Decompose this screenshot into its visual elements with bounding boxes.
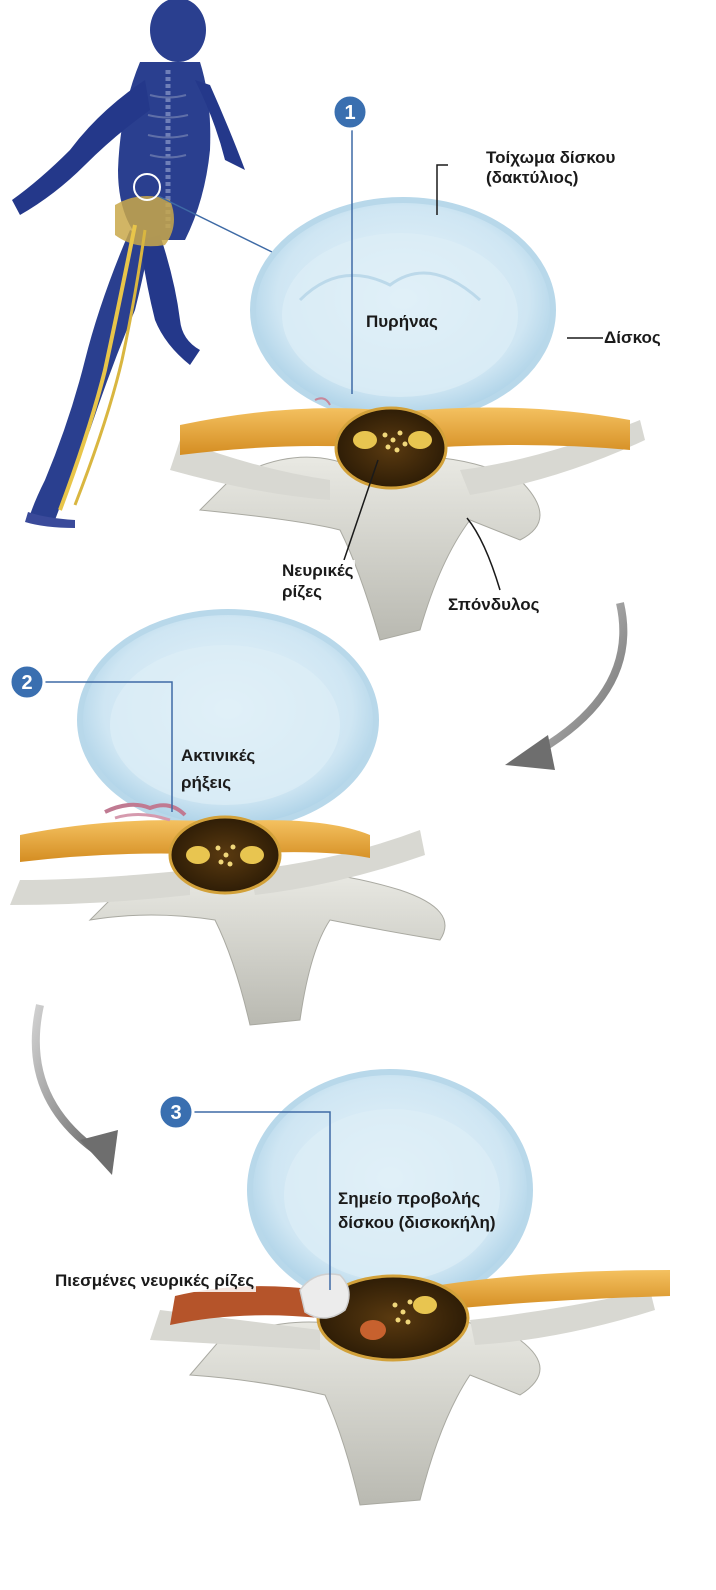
annulus-label-line1: Τοίχωμα δίσκου	[484, 147, 617, 169]
nerve-roots-label-line1: Νευρικές	[280, 560, 355, 582]
step-2-illustration	[10, 612, 445, 1025]
step-3-badge: 3	[159, 1095, 193, 1129]
nucleus-label: Πυρήνας	[366, 311, 438, 333]
annulus-label-line2: (δακτύλιος)	[484, 167, 580, 189]
progress-arrow-2-head	[80, 1130, 118, 1175]
disc-label: Δίσκος	[604, 327, 661, 349]
svg-text:2: 2	[21, 672, 32, 694]
svg-text:3: 3	[170, 1102, 181, 1124]
step-1-badge: 1	[333, 95, 367, 129]
herniation-label-line2: δίσκου (δισκοκήλη)	[338, 1212, 496, 1234]
progress-arrow-2	[36, 1005, 95, 1150]
progress-arrow-1	[540, 603, 623, 750]
progress-arrow-1-head	[505, 735, 555, 770]
compressed-roots-label: Πιεσμένες νευρικές ρίζες	[53, 1270, 256, 1292]
step-2-badge: 2	[10, 665, 44, 699]
radial-tears-label-line2: ρήξεις	[181, 772, 231, 794]
radial-tears-label-line1: Ακτινικές	[181, 745, 255, 767]
vertebra-label: Σπόνδυλος	[446, 594, 541, 616]
svg-text:1: 1	[344, 102, 355, 124]
herniation-label-line1: Σημείο προβολής	[338, 1188, 480, 1210]
step-1-illustration	[170, 200, 645, 640]
nerve-roots-label-line2: ρίζες	[280, 581, 324, 603]
